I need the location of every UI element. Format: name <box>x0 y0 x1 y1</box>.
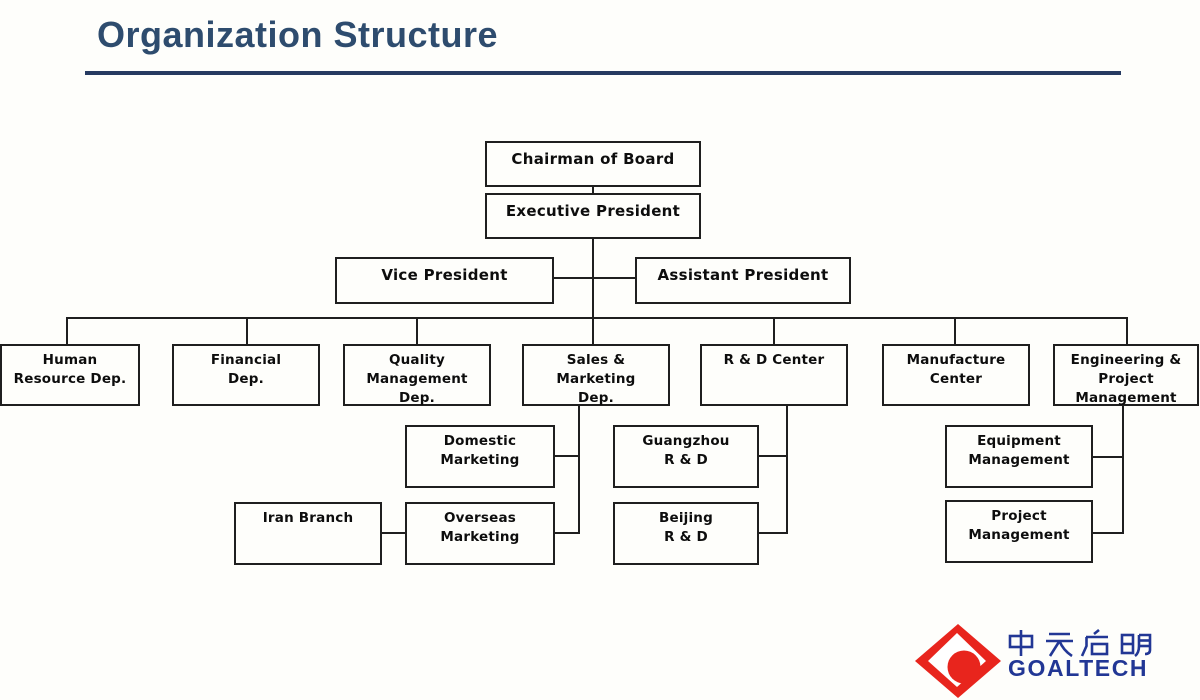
org-node-manufacture: Manufacture Center <box>882 344 1030 406</box>
connector-drop-manufacture <box>954 317 956 344</box>
org-node-overseas-marketing: Overseas Marketing <box>405 502 555 565</box>
connector-stub-domestic <box>555 455 580 457</box>
connector-stub-beijing <box>757 532 788 534</box>
org-node-iran-branch: Iran Branch <box>234 502 382 565</box>
connector-engineering-sub <box>1122 405 1124 534</box>
connector-stub-equipment <box>1093 456 1124 458</box>
connector-drop-financial <box>246 317 248 344</box>
connector-rd-sub <box>786 405 788 534</box>
org-node-engineering: Engineering & Project Management <box>1053 344 1199 406</box>
connector-drop-hr <box>66 317 68 344</box>
connector-stub-overseas <box>555 532 580 534</box>
org-node-project-mgmt: Project Management <box>945 500 1093 563</box>
page-title: Organization Structure <box>97 14 499 55</box>
org-node-equipment-mgmt: Equipment Management <box>945 425 1093 488</box>
connector-stub-iran <box>382 532 405 534</box>
org-node-vice-president: Vice President <box>335 257 554 304</box>
org-node-guangzhou-rd: Guangzhou R & D <box>613 425 759 488</box>
connector-chairman-executive <box>592 187 594 194</box>
org-node-chairman: Chairman of Board <box>485 141 701 187</box>
connector-stub-guangzhou <box>757 455 788 457</box>
org-node-domestic-marketing: Domestic Marketing <box>405 425 555 488</box>
org-node-executive: Executive President <box>485 193 701 239</box>
connector-drop-quality <box>416 317 418 344</box>
org-node-rd-center: R & D Center <box>700 344 848 406</box>
org-node-beijing-rd: Beijing R & D <box>613 502 759 565</box>
org-node-human-resource: Human Resource Dep. <box>0 344 140 406</box>
org-node-quality: Quality Management Dep. <box>343 344 491 406</box>
logo-wordmark: GOALTECH <box>1008 655 1149 681</box>
connector-vp-ap <box>553 277 637 279</box>
connector-drop-rd <box>773 317 775 344</box>
connector-trunk <box>592 238 594 344</box>
org-node-sales-marketing: Sales & Marketing Dep. <box>522 344 670 406</box>
connector-stub-project <box>1093 532 1124 534</box>
goaltech-logo-mark <box>915 624 1001 698</box>
org-node-financial: Financial Dep. <box>172 344 320 406</box>
connector-bus <box>66 317 1128 319</box>
org-node-assistant-president: Assistant President <box>635 257 851 304</box>
title-underline <box>85 71 1121 75</box>
connector-sales-sub <box>578 405 580 534</box>
logo-chinese-text <box>1008 629 1152 657</box>
connector-drop-engineering <box>1126 317 1128 344</box>
